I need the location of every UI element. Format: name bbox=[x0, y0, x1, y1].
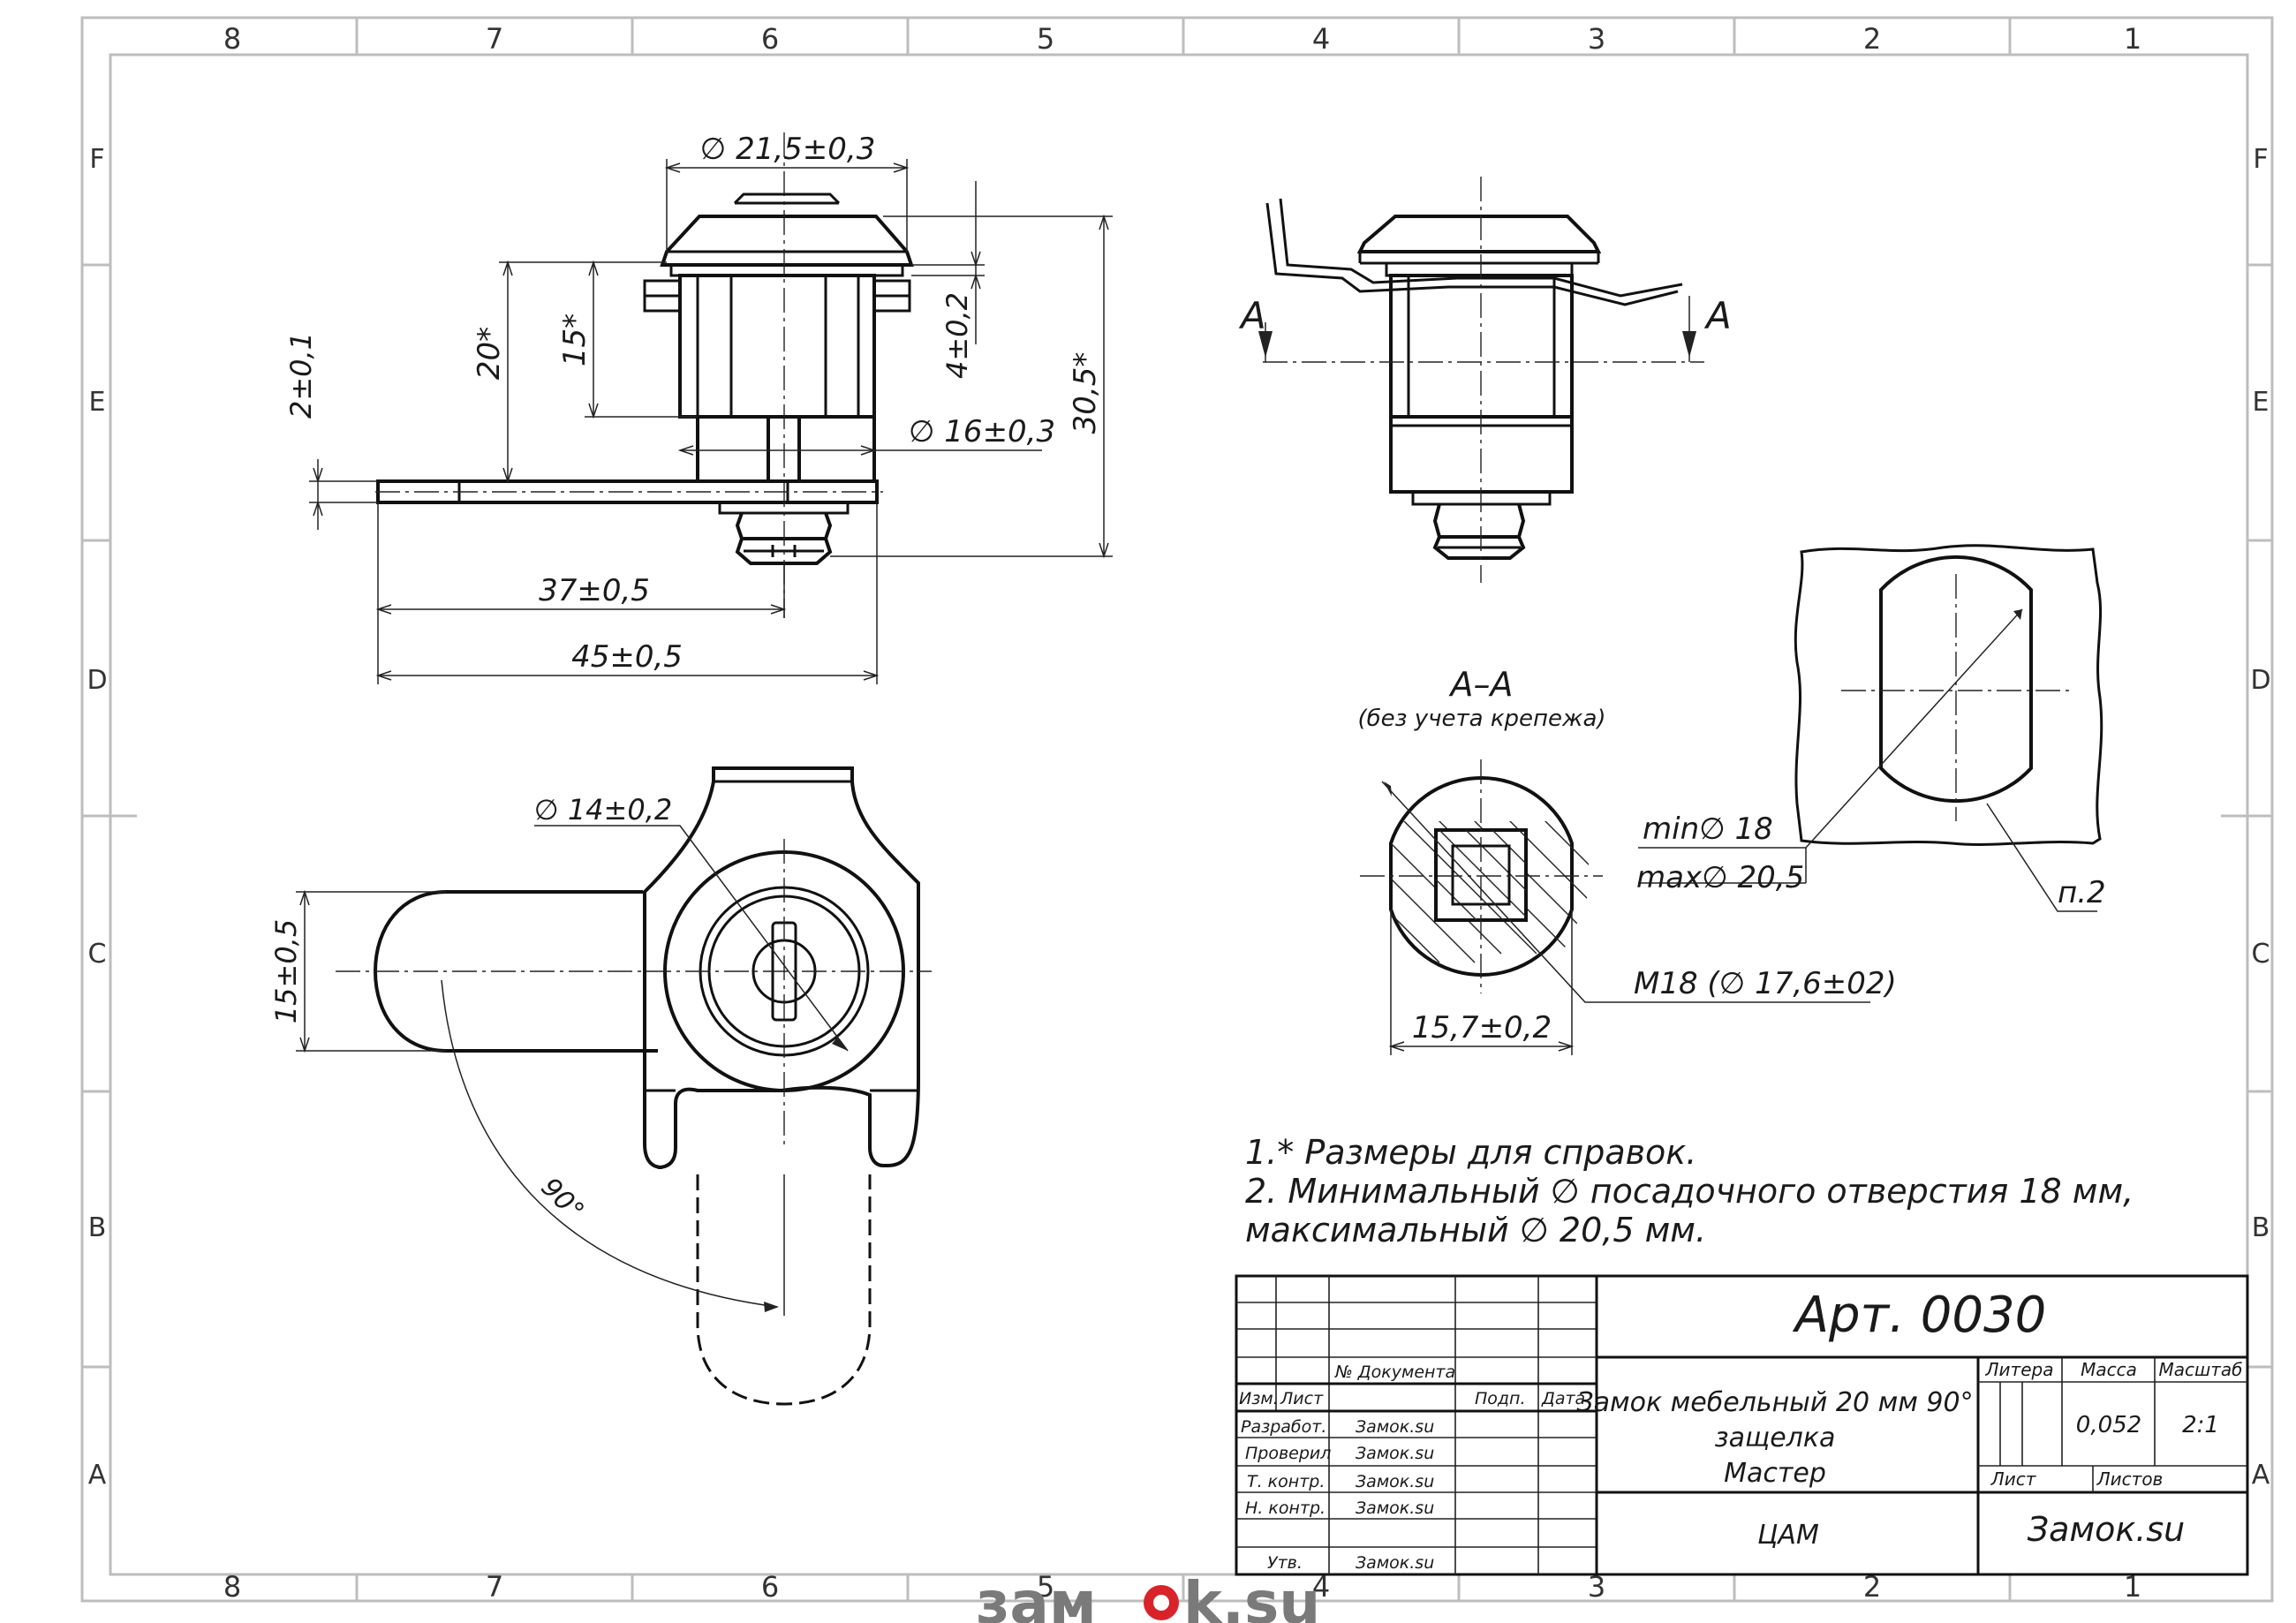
col-label: 4 bbox=[1312, 22, 1330, 56]
inner-frame bbox=[109, 53, 2249, 1576]
col-label: 6 bbox=[761, 1570, 779, 1604]
dim-d-head: ∅ 21,5±0,3 bbox=[700, 132, 876, 167]
sheets-label: Листов bbox=[2096, 1468, 2164, 1490]
dim-h-30: 30,5* bbox=[1068, 352, 1103, 434]
litera-label: Литера bbox=[1985, 1359, 2054, 1380]
row-label: D bbox=[2250, 665, 2270, 696]
signer: Замок.su bbox=[1356, 1417, 1434, 1437]
dim-t-2: 2±0,1 bbox=[284, 332, 318, 419]
dim-angle-90: 90° bbox=[535, 1172, 590, 1227]
row-label: A bbox=[88, 1460, 107, 1491]
sheet-label: Лист bbox=[1990, 1468, 2037, 1490]
part-name-1: Замок мебельный 20 мм 90° bbox=[1576, 1387, 1973, 1418]
section-mark-left: A bbox=[1238, 294, 1266, 337]
material: ЦАМ bbox=[1757, 1520, 1819, 1551]
row-label: F bbox=[2253, 144, 2268, 175]
scale-value: 2:1 bbox=[2182, 1412, 2219, 1438]
watermark-logo: зам k.su bbox=[976, 1569, 1320, 1623]
col-label: 8 bbox=[223, 1570, 241, 1604]
col-label: 7 bbox=[486, 22, 503, 56]
col-label: 7 bbox=[486, 1570, 503, 1604]
col-label: 3 bbox=[1588, 22, 1605, 56]
signer: Замок.su bbox=[1356, 1498, 1434, 1518]
row-label: C bbox=[88, 939, 107, 970]
dim-d-body: ∅ 16±0,3 bbox=[909, 414, 1055, 449]
column-labels: 8 7 6 5 4 3 2 1 8 7 6 5 4 3 2 1 bbox=[223, 22, 2141, 1604]
row-label: C bbox=[2252, 939, 2270, 970]
watermark-text-a: зам bbox=[976, 1569, 1097, 1623]
note-ref-p2: п.2 bbox=[2058, 875, 2106, 910]
side-view: A A bbox=[1238, 177, 1732, 583]
note-1: 1.* Размеры для справок. bbox=[1245, 1133, 1696, 1172]
row-label: F bbox=[89, 144, 104, 175]
signer: Замок.su bbox=[1356, 1472, 1434, 1491]
col-label: 4 bbox=[1312, 1570, 1330, 1604]
role: Разработ. bbox=[1241, 1417, 1326, 1437]
col-label: 5 bbox=[1037, 22, 1054, 56]
dim-l-45: 45±0,5 bbox=[571, 639, 683, 675]
scale-label: Масштаб bbox=[2158, 1359, 2242, 1380]
col-label: 5 bbox=[1037, 1570, 1054, 1604]
grid-ticks bbox=[82, 18, 2272, 1601]
notes: 1.* Размеры для справок. 2. Минимальный … bbox=[1245, 1133, 2134, 1249]
dim-w-157: 15,7±0,2 bbox=[1412, 1010, 1552, 1046]
mass-label: Масса bbox=[2081, 1359, 2137, 1380]
note-2: 2. Минимальный ∅ посадочного отверстия 1… bbox=[1245, 1172, 2134, 1211]
doc-number-label: № Документа bbox=[1334, 1363, 1455, 1382]
col-label: 1 bbox=[2124, 22, 2141, 56]
dim-h-4: 4±0,2 bbox=[940, 292, 974, 379]
company: Замок.su bbox=[2028, 1510, 2185, 1549]
part-name-3: Мастер bbox=[1724, 1458, 1826, 1489]
mounting-hole-view: min∅ 18 max∅ 20,5 п.2 bbox=[1636, 544, 2106, 912]
row-label: B bbox=[88, 1212, 107, 1243]
section-view: A–A (без учета крепежа) bbox=[1357, 665, 1897, 1055]
section-mark-right: A bbox=[1703, 294, 1732, 337]
izm-label: Изм. bbox=[1239, 1389, 1279, 1408]
mass-value: 0,052 bbox=[2076, 1412, 2141, 1438]
section-title: A–A bbox=[1448, 665, 1514, 704]
role: Т. контр. bbox=[1247, 1472, 1325, 1491]
date-label: Дата bbox=[1541, 1389, 1585, 1408]
dim-d-14: ∅ 14±0,2 bbox=[534, 793, 672, 827]
article-number: Арт. 0030 bbox=[1793, 1287, 2047, 1344]
row-label: D bbox=[87, 665, 107, 696]
part-name-2: защелка bbox=[1715, 1423, 1836, 1453]
role: Н. контр. bbox=[1245, 1498, 1325, 1518]
row-labels: F E D C B A F E D C B A bbox=[87, 144, 2270, 1491]
col-label: 2 bbox=[1863, 22, 1881, 56]
col-label: 3 bbox=[1588, 1570, 1605, 1604]
role: Утв. bbox=[1267, 1553, 1303, 1573]
row-label: A bbox=[2252, 1460, 2270, 1491]
outer-frame bbox=[80, 16, 2274, 1603]
col-label: 6 bbox=[761, 22, 779, 56]
dim-w-15: 15±0,5 bbox=[269, 919, 303, 1023]
plan-view: 90° ∅ 14±0,2 15±0,5 bbox=[269, 766, 932, 1406]
row-label: E bbox=[2253, 387, 2270, 418]
list-label: Лист bbox=[1280, 1389, 1324, 1408]
dim-h-20: 20* bbox=[472, 327, 507, 380]
signature-label: Подп. bbox=[1475, 1389, 1526, 1408]
dim-h-15: 15* bbox=[557, 313, 593, 366]
row-label: E bbox=[89, 387, 106, 418]
col-label: 2 bbox=[1863, 1570, 1881, 1604]
title-block: Арт. 0030 Замок мебельный 20 мм 90° заще… bbox=[1235, 1274, 2249, 1576]
section-note: (без учета крепежа) bbox=[1357, 706, 1605, 732]
row-label: B bbox=[2252, 1212, 2270, 1243]
watermark-text-b: k.su bbox=[1183, 1569, 1320, 1623]
note-3: максимальный ∅ 20,5 мм. bbox=[1245, 1211, 1706, 1249]
dim-m18: M18 (∅ 17,6±02) bbox=[1634, 966, 1897, 1001]
dim-max-d: max∅ 20,5 bbox=[1636, 860, 1804, 895]
front-dimensions: ∅ 21,5±0,3 30,5* 4±0,2 ∅ 16±0,3 20* 15* … bbox=[284, 132, 1113, 684]
signer: Замок.su bbox=[1356, 1553, 1434, 1573]
front-view bbox=[375, 132, 914, 618]
role: Проверил bbox=[1245, 1444, 1331, 1463]
col-label: 1 bbox=[2124, 1570, 2141, 1604]
dim-l-37: 37±0,5 bbox=[539, 573, 650, 608]
signer: Замок.su bbox=[1356, 1444, 1434, 1463]
dim-min-d: min∅ 18 bbox=[1643, 812, 1773, 847]
col-label: 8 bbox=[223, 22, 241, 56]
